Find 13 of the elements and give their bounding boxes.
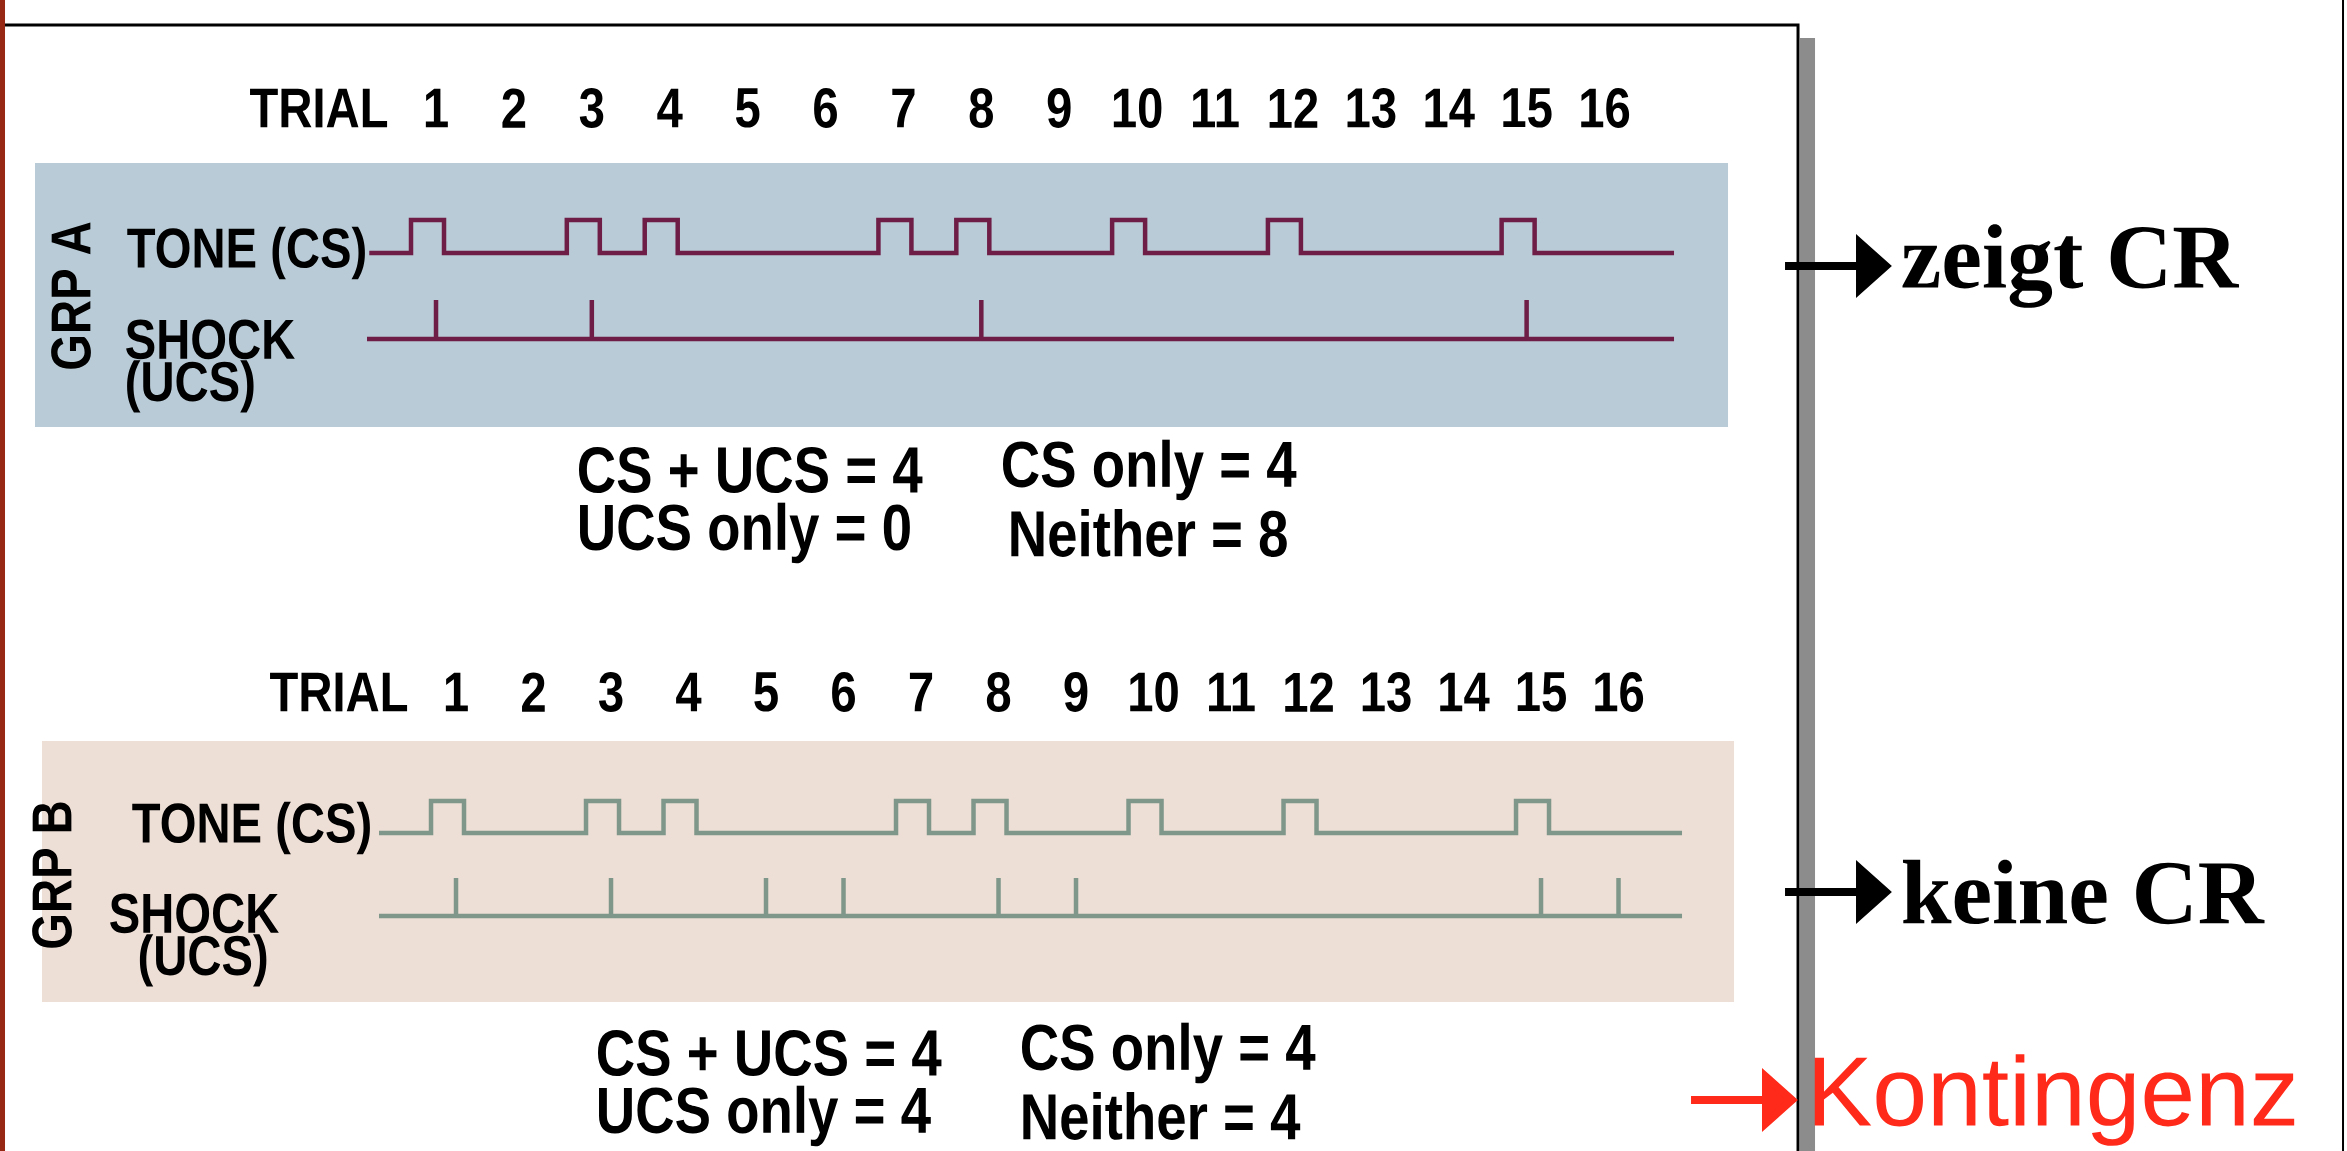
count-text: UCS only = 0 xyxy=(580,502,910,564)
signal-label: SHOCK (UCS) xyxy=(126,319,295,413)
group-label: GRP A xyxy=(51,222,91,369)
signal-label: SHOCK (UCS) xyxy=(110,893,279,987)
count-text: Neither = 8 xyxy=(1011,509,1287,557)
result-text: keine CR xyxy=(1903,859,2265,925)
result-text: zeigt CR xyxy=(1902,224,2239,308)
count-text: Neither = 4 xyxy=(1023,1092,1301,1140)
group-label: GRP B xyxy=(32,802,72,948)
count-text: UCS only = 4 xyxy=(599,1085,931,1147)
result-text: Kontingenz xyxy=(1814,1054,2295,1146)
signal-label: TONE (CS) xyxy=(129,801,375,855)
signal-label: TONE (CS) xyxy=(124,226,370,280)
